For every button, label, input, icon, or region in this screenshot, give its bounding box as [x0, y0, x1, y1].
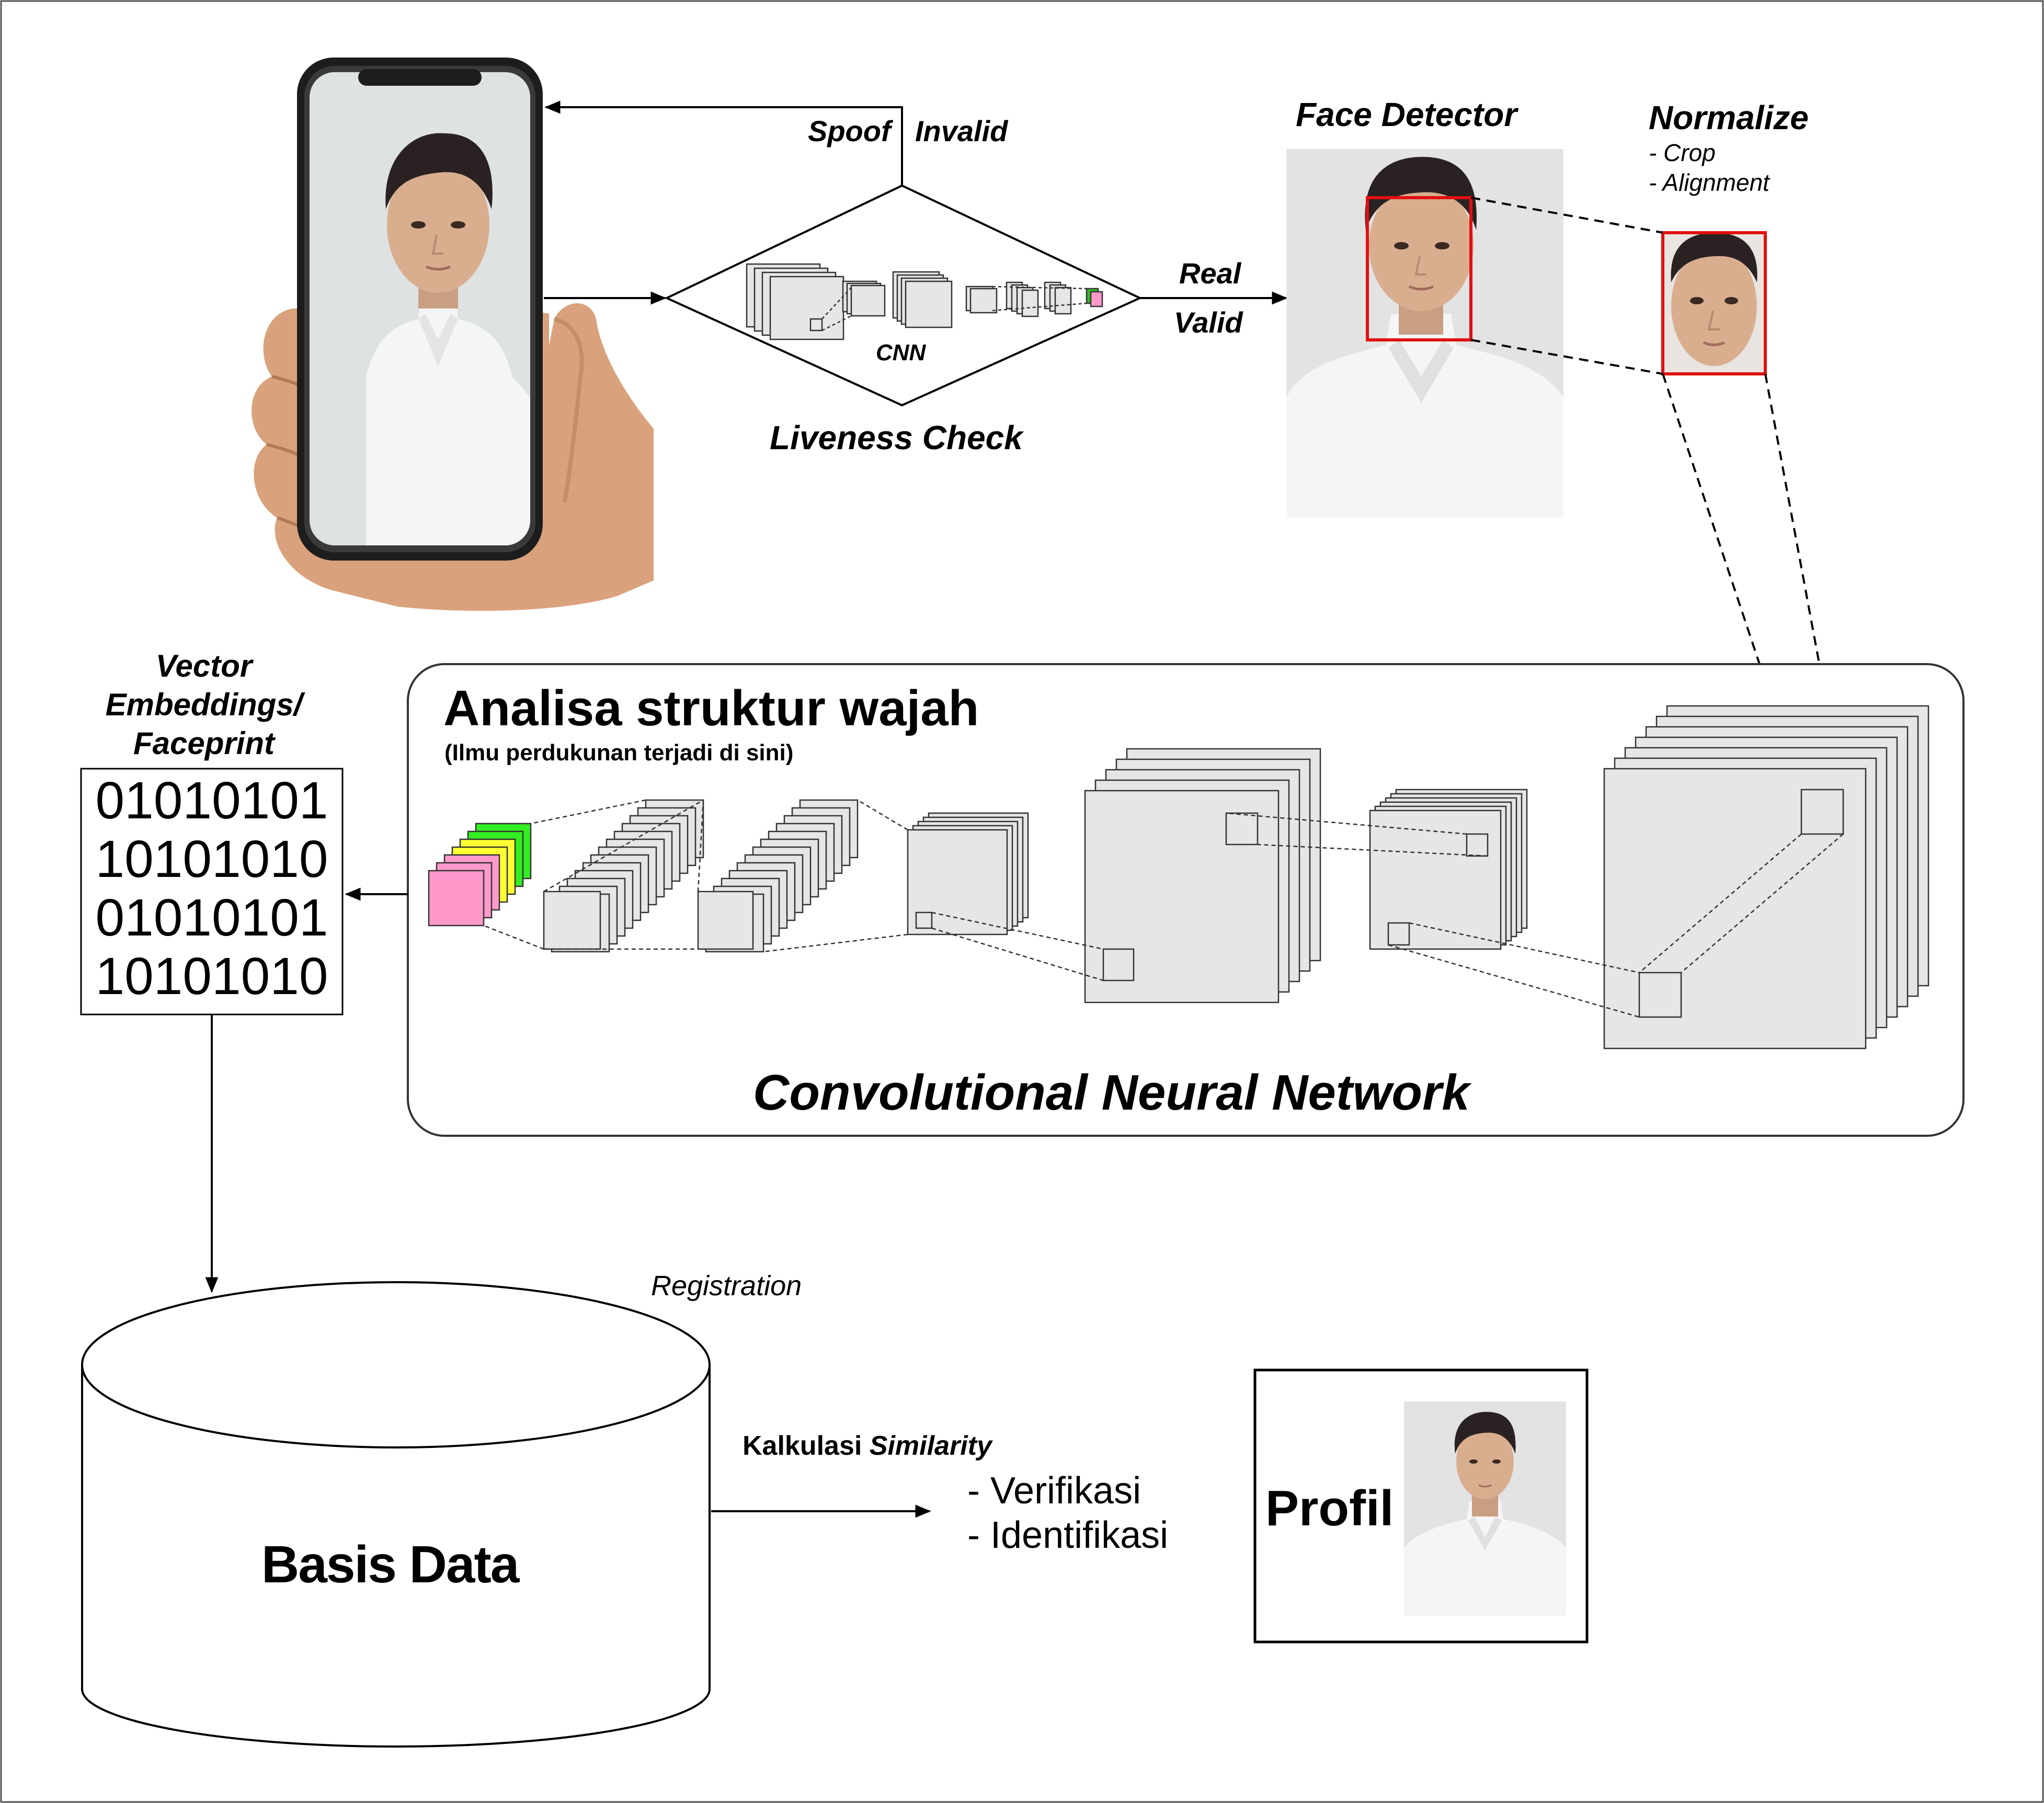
similarity-emph: Similarity	[869, 1431, 992, 1461]
cnn-panel-caption: Convolutional Neural Network	[753, 1065, 1470, 1121]
face-detector-photo	[1286, 149, 1563, 518]
embedding-title-line-1: Vector	[155, 648, 253, 683]
normalize-item-alignment: - Alignment	[1649, 169, 1769, 196]
embedding-bits-row-1: 01010101	[95, 771, 328, 830]
phone-in-hand-image	[252, 58, 654, 611]
profile-photo	[1404, 1401, 1566, 1616]
mini-cnn-icon	[746, 263, 1103, 340]
cnn-connections	[483, 799, 1844, 1018]
database-cylinder	[81, 1281, 711, 1748]
cnn-small-label: CNN	[876, 340, 926, 366]
spoof-return-arrow	[544, 100, 903, 186]
similarity-item-verifikasi: - Verifikasi	[967, 1470, 1141, 1512]
cnn-panel-title: Analisa struktur wajah	[443, 680, 979, 736]
face-bounding-box	[1366, 196, 1472, 341]
registration-label: Registration	[651, 1270, 802, 1302]
database-label: Basis Data	[261, 1535, 519, 1594]
normalize-title: Normalize	[1649, 99, 1809, 136]
embedding-bits-row-2: 10101010	[95, 830, 328, 888]
embedding-title-line-3: Faceprint	[133, 726, 275, 761]
cnn-panel-subtitle: (Ilmu perdukunan terjadi di sini)	[444, 740, 794, 766]
similarity-heading: Kalkulasi Similarity	[743, 1430, 992, 1462]
invalid-label: Invalid	[915, 115, 1008, 147]
similarity-item-identifikasi: - Identifikasi	[967, 1514, 1169, 1556]
embedding-box	[80, 768, 344, 1015]
embedding-title-line-2: Embeddings/	[105, 687, 303, 722]
normalized-crop-border	[1661, 231, 1767, 375]
valid-label: Valid	[1174, 306, 1243, 339]
liveness-check-label: Liveness Check	[770, 419, 1023, 457]
cnn-layers	[428, 705, 1929, 1049]
spoof-label: Spoof	[808, 115, 891, 147]
real-label: Real	[1179, 257, 1241, 290]
face-detector-title: Face Detector	[1296, 96, 1517, 133]
normalize-item-crop: - Crop	[1649, 139, 1716, 166]
normalized-face-crop	[1663, 233, 1765, 374]
profile-label: Profil	[1265, 1480, 1394, 1536]
embedding-bits-row-4: 10101010	[95, 947, 328, 1006]
embedding-bits-row-3: 01010101	[95, 888, 328, 947]
similarity-prefix: Kalkulasi	[743, 1431, 870, 1461]
